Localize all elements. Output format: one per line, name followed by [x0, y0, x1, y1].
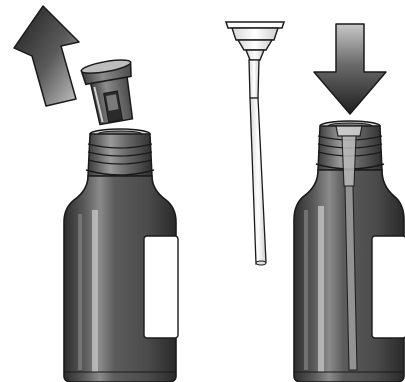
- arrow-down-icon: [314, 24, 386, 114]
- dropper-pipette: [226, 22, 284, 265]
- arrow-up-left-icon: [14, 6, 79, 106]
- step-remove-cap: [14, 6, 178, 382]
- bottle-left: [64, 129, 178, 382]
- bottle-cap: [80, 57, 140, 126]
- bottle-label: [144, 236, 178, 338]
- step-insert-pipette: [294, 24, 405, 382]
- bottle-label: [372, 236, 405, 338]
- bottle-right: [294, 121, 405, 382]
